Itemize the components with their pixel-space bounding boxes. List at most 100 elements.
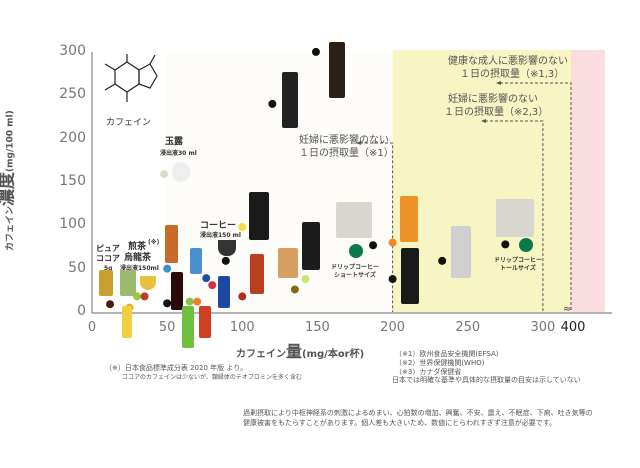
threshold-efsa-pregnant-2: １日の摂取量（※1）	[299, 148, 394, 159]
sencha-cup-image	[140, 276, 156, 290]
monster-can-image	[302, 222, 320, 270]
threshold-adult-2: １日の摂取量（※1,3）	[460, 69, 565, 80]
warning-text-2: 健康被害をもたらすことがあります。個人差も大きいため、数値にとらわれすぎず注意が…	[243, 419, 557, 427]
drip-tall-label-1: ドリップコーヒー	[494, 257, 543, 264]
threshold-arrow-2	[496, 81, 501, 85]
y-label-big: 濃度	[0, 171, 18, 206]
threshold-who-pregnant-2: １日の摂取量（※2,3）	[444, 107, 549, 118]
threshold-line-0	[360, 142, 394, 312]
data-point-1	[268, 99, 277, 108]
minmin-daha-bottle-image	[282, 72, 298, 128]
red-bottle-image	[199, 306, 211, 338]
x-axis-label: カフェイン量(mg/本or杯)	[236, 342, 364, 362]
drip-short-label-2: ショートサイズ	[334, 272, 376, 279]
starbucks-logo-short	[349, 244, 363, 258]
drip-tall-label-2: トールサイズ	[500, 265, 536, 272]
gyokuro-label: 玉露	[165, 137, 184, 147]
y-tick-label: 50	[68, 259, 86, 276]
caffeine-label: カフェイン	[106, 118, 152, 128]
y-label-unit: (mg/100 ml)	[5, 110, 16, 172]
threshold-arrow-0	[356, 141, 361, 145]
tea-label-1: 煎茶	[128, 242, 147, 252]
reference-who: （※2）世界保健機関(WHO)	[395, 359, 485, 367]
data-point-10	[193, 297, 202, 306]
x-tick-label: 100	[229, 320, 255, 335]
cocoa-can-image	[99, 270, 113, 296]
threshold-arrow-1	[481, 119, 486, 123]
data-point-21	[438, 256, 447, 265]
x-tick-label: 300	[530, 320, 556, 335]
data-point-13	[221, 256, 230, 265]
data-point-9	[185, 297, 194, 306]
data-point-12	[208, 281, 217, 290]
data-point-17	[301, 275, 310, 284]
starbucks-logo-tall	[519, 238, 533, 252]
reference-efsa: （※1）欧州食品安全機関(EFSA)	[395, 350, 499, 358]
y-tick-label: 300	[59, 42, 86, 59]
y-label-prefix: カフェイン	[5, 205, 16, 251]
orange-coffee-can-image	[400, 196, 418, 242]
threshold-line-1	[485, 120, 544, 312]
cocoa-note: 5g	[104, 265, 113, 272]
cocoa-label-1: ピュア	[96, 244, 120, 253]
axis-break-mark: ≈	[563, 304, 571, 315]
yellow-bottle-image	[122, 306, 132, 338]
threshold-efsa-pregnant-1: 妊婦に悪影響のない	[299, 135, 389, 146]
drip-short-cups-image	[336, 202, 372, 238]
shot-can-image	[249, 192, 269, 240]
milk-coffee-pack-image	[278, 248, 298, 278]
y-tick-label: 250	[59, 86, 86, 103]
warning-text-1: 過剰摂取により中枢神経系の刺激によるめまい、心拍数の増加、興奮、不安、震え、不眠…	[243, 409, 593, 417]
data-point-11	[202, 274, 211, 283]
data-point-20	[388, 275, 397, 284]
data-point-0	[311, 47, 320, 56]
cocoa-label-2: ココア	[96, 254, 120, 263]
threshold-who-pregnant-1: 妊婦に悪影響のない	[448, 94, 538, 105]
gyokuro-cup-image	[172, 162, 190, 182]
footnote-japan: 日本では明確な基準や具体的な摂取量の目安は示していない	[392, 376, 581, 384]
footnote-cocoa: ココアのカフェインは少ないが、類縁体のテオブロミンを多く含む	[122, 374, 302, 381]
y-tick-label: 100	[59, 216, 86, 233]
y-tick-label: 150	[59, 172, 86, 189]
data-point-5	[140, 292, 149, 301]
zone-0	[392, 50, 575, 312]
data-point-22	[501, 240, 510, 249]
threshold-line-2	[500, 82, 572, 312]
data-point-2	[160, 170, 169, 179]
x-tick-label: 400	[560, 320, 586, 335]
data-point-14	[238, 223, 247, 232]
x-label-unit: (mg/本or杯)	[302, 349, 365, 360]
energy-can-image	[190, 248, 202, 274]
gyokuro-note: 浸出液30 ml	[160, 150, 197, 157]
black-coffee-bottle-image	[401, 248, 419, 304]
kyokyo-daha-bottle-image	[329, 42, 345, 98]
coffee-note: 浸出液150 ml	[200, 232, 241, 239]
redbull-can-image	[218, 276, 230, 308]
x-tick-label: 250	[455, 320, 481, 335]
y-tick-label: 0	[77, 303, 86, 319]
y-tick-label: 200	[59, 129, 86, 146]
drink-bottle-image	[165, 225, 178, 263]
threshold-adult-1: 健康な成人に悪影響のない	[448, 56, 568, 67]
x-tick-label: 200	[380, 320, 405, 335]
x-label-big: 量	[286, 342, 303, 361]
data-point-18	[369, 241, 378, 250]
x-label-prefix: カフェイン	[236, 349, 286, 360]
note-mark: (※)	[148, 239, 160, 246]
x-tick-label: 150	[305, 320, 330, 335]
coffee-label: コーヒー	[200, 221, 237, 231]
data-point-7	[163, 264, 172, 273]
green-bottle-image	[182, 306, 194, 348]
y-axis-label: カフェイン濃度(mg/100 ml)	[0, 110, 19, 251]
drip-short-label-1: ドリップコーヒー	[331, 264, 380, 271]
data-point-15	[238, 292, 247, 301]
zone-1	[571, 50, 605, 312]
data-point-16	[290, 285, 299, 294]
drip-tall-cups-image	[496, 199, 534, 237]
tully-bottle-image	[451, 226, 471, 278]
x-tick-label: 0	[87, 320, 97, 335]
coffee-cup-image	[218, 240, 236, 256]
data-point-8	[163, 299, 172, 308]
